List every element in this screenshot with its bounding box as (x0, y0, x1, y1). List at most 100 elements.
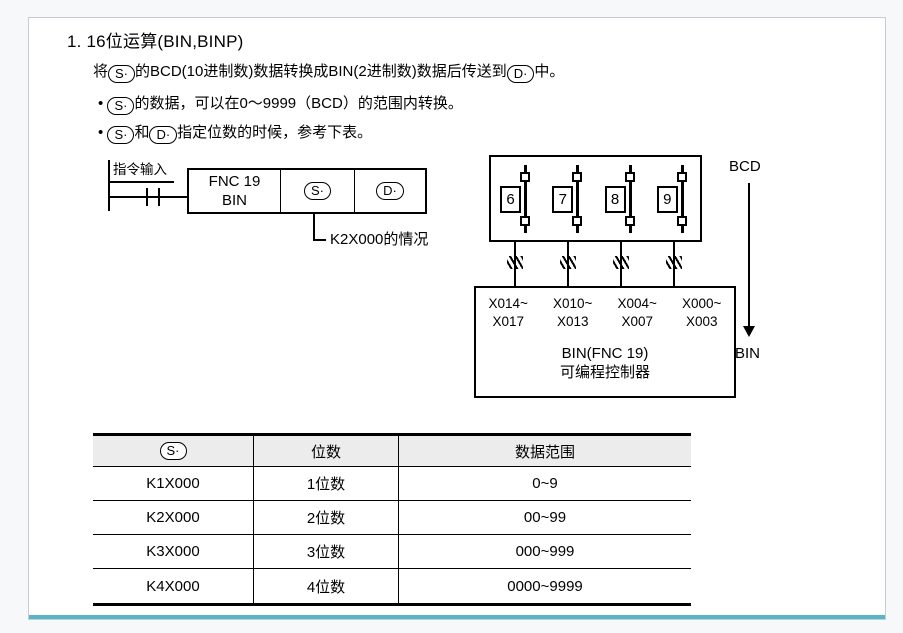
range-top: X010~ (553, 296, 593, 311)
table-row: K2X000 2位数 00~99 (93, 501, 691, 535)
ladder-note: K2X000的情况 (330, 231, 429, 248)
switch-bar-icon (680, 165, 684, 233)
range-bottom: X013 (556, 314, 589, 329)
operand-s-symbol: S· (159, 442, 187, 460)
digit-value: 8 (604, 186, 626, 213)
multiwire-hatch-icon (613, 256, 629, 269)
header-operand: S· (93, 436, 254, 466)
plc-instruction-label: BIN(FNC 19) (561, 345, 649, 362)
operand-d-symbol: D· (376, 182, 404, 200)
cell-digits: 4位数 (254, 569, 399, 603)
operand-s-symbol: S· (304, 182, 331, 200)
section-heading: 1. 16位运算(BIN,BINP) (67, 32, 244, 51)
bin-label: BIN (735, 345, 761, 362)
cell-digits: 2位数 (254, 501, 399, 534)
bullet1-text: 的数据，可以在0～9999（BCD）的范围内转换。 (134, 95, 463, 112)
range-bottom: X003 (685, 314, 718, 329)
contact-bar-left-icon (146, 188, 148, 206)
switch-bar-icon (576, 165, 580, 233)
operand-d-symbol: D· (149, 126, 178, 144)
digit-value: 9 (656, 186, 678, 213)
cell-device: K2X000 (93, 501, 254, 534)
arrow-down-icon (743, 326, 755, 337)
input-range: X004~ X007 (605, 295, 670, 331)
cell-range: 000~999 (515, 543, 575, 560)
operand-s-symbol: S· (107, 97, 135, 115)
digit-switch-panel: 6 7 8 9 (489, 155, 702, 242)
range-bottom: X017 (492, 314, 525, 329)
fnc-cell: FNC 19 BIN (189, 170, 281, 212)
digit-switch: 7 (543, 157, 595, 240)
fnc-name: BIN (221, 192, 247, 209)
digit-switch: 8 (596, 157, 648, 240)
intro-p1-mid: 的BCD(10进制数)数据转换成BIN(2进制数)数据后传送到 (135, 63, 507, 80)
switch-plus-icon (572, 172, 583, 182)
table-row: K3X000 3位数 000~999 (93, 535, 691, 569)
header-digits: 位数 (254, 436, 399, 466)
contact-bar-right-icon (158, 188, 160, 206)
switch-minus-icon (676, 216, 687, 226)
range-top: X004~ (617, 296, 657, 311)
intro-p1-post: 中。 (534, 63, 565, 80)
cell-range: 00~99 (523, 509, 567, 526)
switch-plus-icon (520, 172, 530, 182)
bullet-dot: • (98, 124, 104, 141)
switch-plus-icon (624, 172, 635, 182)
cell-device: K4X000 (93, 569, 254, 603)
cell-digits: 1位数 (254, 467, 399, 500)
multiwire-hatch-icon (560, 256, 576, 269)
cell-device: K3X000 (93, 535, 254, 568)
ladder-rail-line (108, 160, 110, 211)
cell-range: 0000~9999 (507, 577, 583, 595)
bcd-label: BCD (729, 158, 761, 175)
switch-minus-icon (624, 216, 635, 226)
digit-value: 7 (552, 186, 574, 213)
cell-range: 0~9 (532, 475, 558, 492)
digit-range-table: S· 位数 数据范围 K1X000 1位数 0~9 K2X000 2位数 00~… (93, 433, 691, 606)
switch-minus-icon (572, 216, 583, 226)
note-pointer-hline (313, 239, 326, 241)
note-pointer-vline (313, 214, 315, 241)
cell-device: K1X000 (93, 467, 254, 500)
bullet2-mid: 和 (134, 124, 150, 141)
digit-switch: 9 (648, 157, 700, 240)
instruction-box: FNC 19 BIN S· D· (187, 168, 427, 214)
digit-value: 6 (500, 186, 521, 213)
table-row: K4X000 4位数 0000~9999 (93, 569, 691, 603)
switch-plus-icon (676, 172, 687, 182)
switch-bar-icon (524, 165, 527, 233)
multiwire-hatch-icon (666, 256, 682, 269)
table-row: K1X000 1位数 0~9 (93, 467, 691, 501)
cell-digits: 3位数 (254, 535, 399, 568)
range-bottom: X007 (621, 314, 654, 329)
header-range: 数据范围 (514, 443, 575, 461)
range-top: X000~ (682, 296, 722, 311)
fnc-number: FNC 19 (208, 173, 261, 190)
bullet-dot: • (98, 95, 104, 112)
operand-d-symbol: D· (506, 65, 535, 83)
operand-s-symbol: S· (108, 65, 136, 83)
switch-minus-icon (520, 216, 530, 226)
input-range: X000~ X003 (670, 295, 735, 331)
plc-name-label: 可编程控制器 (559, 364, 650, 381)
ladder-input-label: 指令输入 (113, 162, 167, 177)
bcd-to-bin-arrow-line (748, 183, 750, 328)
dest-operand-cell: D· (355, 170, 425, 212)
switch-bar-icon (628, 165, 632, 233)
intro-p1-pre: 将 (93, 63, 109, 80)
digit-switch: 6 (491, 157, 543, 240)
ladder-rung-line (108, 196, 188, 198)
table-header-row: S· 位数 数据范围 (93, 436, 691, 467)
input-range: X014~ X017 (476, 295, 541, 331)
bullet-item-range: • S·的数据，可以在0～9999（BCD）的范围内转换。 (98, 94, 463, 115)
input-ranges-row: X014~ X017 X010~ X013 X004~ X007 X000~ X… (476, 288, 734, 331)
operand-s-symbol: S· (107, 126, 135, 144)
bullet2-text: 指定位数的时候，参考下表。 (177, 124, 373, 141)
source-operand-cell: S· (281, 170, 355, 212)
range-top: X014~ (488, 296, 528, 311)
plc-box: X014~ X017 X010~ X013 X004~ X007 X000~ X… (474, 286, 736, 398)
